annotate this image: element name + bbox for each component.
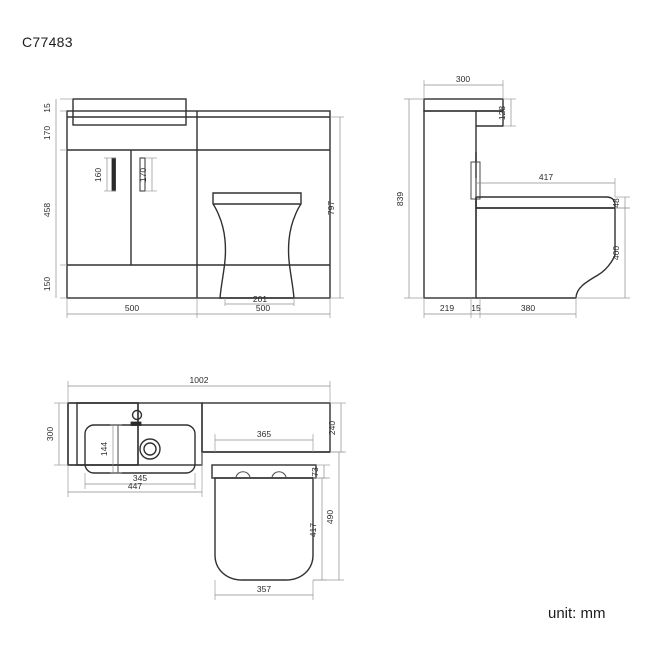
- dim-handle-160: 160: [93, 168, 103, 182]
- dim-plan-365: 365: [257, 429, 271, 439]
- dim-front-458: 458: [42, 203, 52, 217]
- dim-side-380: 380: [521, 303, 535, 313]
- plan-view: 1002 300 144 345 447 365 240: [45, 375, 346, 600]
- dim-front-500-right: 500: [256, 303, 270, 313]
- handle-right: [139, 157, 146, 192]
- dim-side-300: 300: [456, 74, 470, 84]
- dim-handle-170: 170: [138, 168, 148, 182]
- page-title: C77483: [22, 34, 73, 50]
- dim-plan-447: 447: [128, 481, 142, 491]
- dim-plan-73: 73: [310, 467, 320, 477]
- dim-side-15: 15: [471, 303, 481, 313]
- front-elevation-view: 15 170 458 150 797 160 170 500 500 201: [42, 98, 344, 318]
- dim-plan-240: 240: [327, 421, 337, 435]
- dim-side-48: 48: [611, 198, 621, 208]
- dim-plan-490: 490: [325, 510, 335, 524]
- dim-front-15: 15: [42, 103, 52, 113]
- dim-plan-357: 357: [257, 584, 271, 594]
- dim-plan-144: 144: [99, 442, 109, 456]
- dim-plan-1002: 1002: [190, 375, 209, 385]
- dim-front-150: 150: [42, 277, 52, 291]
- dim-front-201: 201: [253, 294, 267, 304]
- dim-plan-300: 300: [45, 427, 55, 441]
- tap-hole-icon: [131, 409, 143, 421]
- dim-plan-417: 417: [308, 523, 318, 537]
- dim-side-839: 839: [395, 192, 405, 206]
- dim-plan-345: 345: [133, 473, 147, 483]
- dim-front-170: 170: [42, 126, 52, 140]
- side-elevation-view: 300 128 839 417 48 400 219: [395, 74, 630, 318]
- dim-side-219: 219: [440, 303, 454, 313]
- dim-front-500-left: 500: [125, 303, 139, 313]
- dim-side-417: 417: [539, 172, 553, 182]
- handle-left: [111, 157, 116, 192]
- dim-front-797: 797: [326, 201, 336, 215]
- dim-side-400: 400: [611, 246, 621, 260]
- unit-label: unit: mm: [548, 605, 606, 622]
- dim-side-128: 128: [497, 106, 507, 120]
